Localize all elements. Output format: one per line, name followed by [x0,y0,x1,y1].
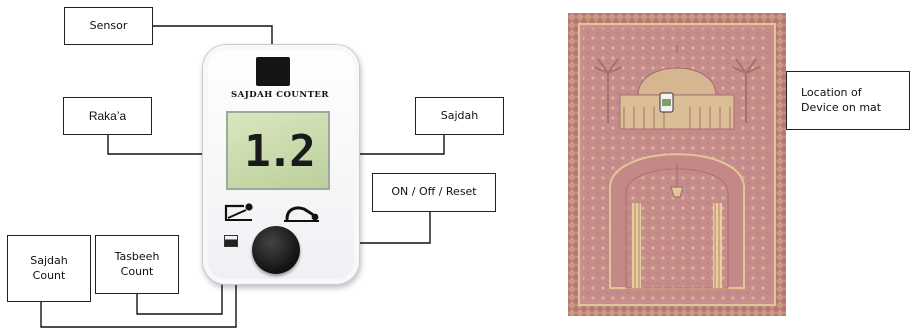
rakaa-connector [107,135,222,155]
lcd-screen [226,111,330,190]
mat-column-left [632,203,641,288]
sensor-window [256,57,290,86]
on-off-reset-button[interactable] [252,226,300,274]
lcd-reading: 1.2 [244,126,315,177]
tasbeeh-count-callout: Tasbeeh Count [95,235,179,294]
sensor-callout: Sensor [64,7,153,45]
sajdah-count-callout: Sajdah Count [7,235,91,302]
mat-column-right [713,203,722,288]
mat-device-marker-screen [662,99,671,106]
prostration-start-icon [224,203,253,221]
mat-mihrab-inner [625,168,729,289]
led-indicator [224,235,238,247]
rakaa-callout: Raka’a [63,97,152,135]
mat-lamp [670,163,684,198]
sensor-connector [152,25,273,46]
on-off-reset-callout: ON / Off / Reset [372,173,496,212]
device-brand: SAJDAH COUNTER [231,90,329,100]
tasbeeh-connector [136,258,223,315]
mat-dome [637,67,717,96]
location-callout: Location of Device on mat [786,71,910,130]
mat-palm-left [593,58,623,123]
mat-mosque-arches [623,107,731,129]
mat-palm-right [731,58,761,123]
mat-mosque-body [619,94,735,130]
sajdah-count-connector [40,258,237,328]
prayer-mat [568,13,786,316]
prostration-full-icon [284,206,319,222]
sajdah-callout: Sajdah [415,97,504,135]
